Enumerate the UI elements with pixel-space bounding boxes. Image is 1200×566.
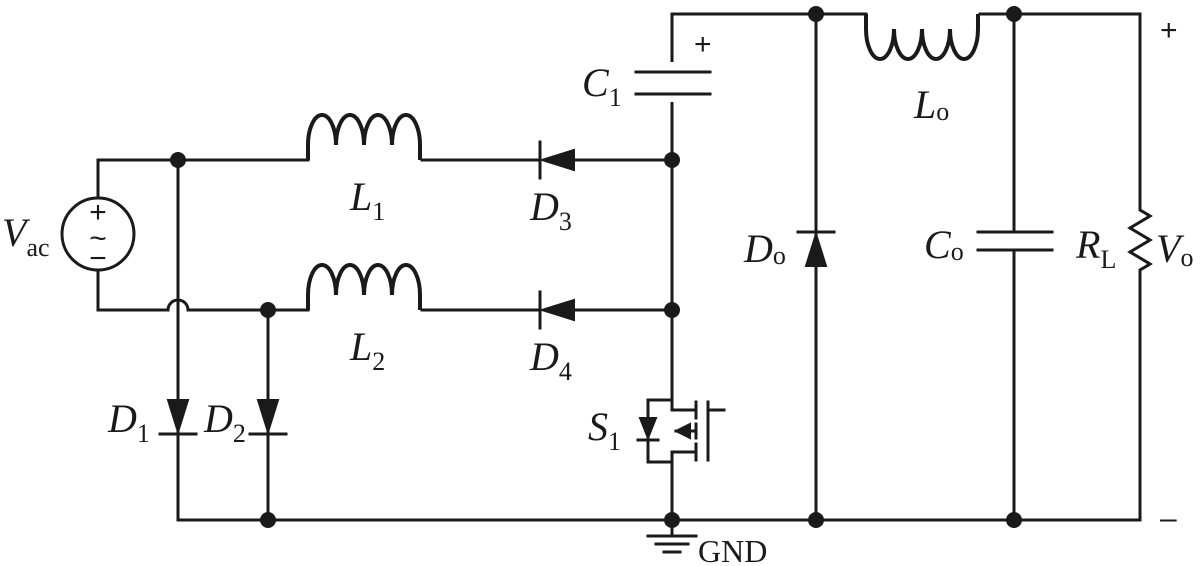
capacitor-c1: + C1	[582, 28, 712, 112]
ground-symbol: GND	[646, 533, 767, 566]
label-do: Do	[743, 226, 786, 271]
label-d2: D2	[203, 396, 246, 448]
label-d3: D3	[529, 184, 572, 236]
capacitor-co: Co	[924, 222, 1054, 267]
wire-top-right	[978, 12, 1142, 207]
mosfet-body-diode	[638, 417, 658, 441]
inductor-l2: L2	[306, 263, 422, 376]
label-vac: Vac	[2, 210, 50, 262]
wire-top-left	[670, 12, 868, 70]
junction-dot	[260, 512, 276, 528]
diode-d3: D3	[529, 140, 575, 236]
junction-dot	[808, 512, 824, 528]
junction-dot	[1006, 512, 1022, 528]
label-rl: RL	[1075, 222, 1116, 274]
junction-dot	[664, 152, 680, 168]
mosfet-s1: S1	[588, 393, 726, 464]
label-vo: Vo	[1156, 226, 1193, 272]
diode-do: Do	[743, 226, 836, 271]
ac-source-wave: ~	[89, 222, 107, 255]
junction-dot	[1006, 6, 1022, 22]
diode-d4: D4	[529, 290, 575, 386]
label-lo: Lo	[913, 82, 949, 127]
junction-dot	[664, 302, 680, 318]
junction-dot	[170, 152, 186, 168]
mosfet-arrow	[673, 422, 691, 440]
label-l1: L1	[349, 174, 385, 226]
junctions	[170, 6, 1022, 528]
diode-d1: D1	[107, 396, 198, 448]
ac-source: + ~ − Vac	[2, 196, 136, 275]
ac-source-minus: −	[89, 242, 107, 275]
resistor-rl: RL	[1075, 203, 1153, 282]
vo-minus-sign: –	[1160, 502, 1177, 535]
junction-dot	[664, 512, 680, 528]
ac-source-circle	[60, 196, 136, 272]
inductor-l1: L1	[306, 113, 422, 226]
diode-d2: D2	[203, 396, 288, 448]
label-c1: C1	[582, 60, 622, 112]
label-l2: L2	[349, 324, 385, 376]
ac-source-plus: +	[89, 196, 107, 229]
wire-source-bottom-a	[96, 270, 170, 312]
mosfet-body-diode-loop	[646, 393, 674, 464]
vo-plus-sign: +	[1160, 14, 1178, 47]
label-co: Co	[924, 222, 964, 267]
output-voltage: + – Vo	[1156, 14, 1193, 535]
ground-label: GND	[698, 533, 767, 566]
inductor-lo: Lo	[864, 14, 980, 127]
label-d4: D4	[529, 334, 572, 386]
junction-dot	[808, 6, 824, 22]
junction-dot	[260, 302, 276, 318]
label-d1: D1	[107, 396, 150, 448]
wire-source-top	[96, 158, 310, 198]
label-s1: S1	[588, 404, 621, 456]
c1-plus-sign: +	[694, 28, 712, 61]
